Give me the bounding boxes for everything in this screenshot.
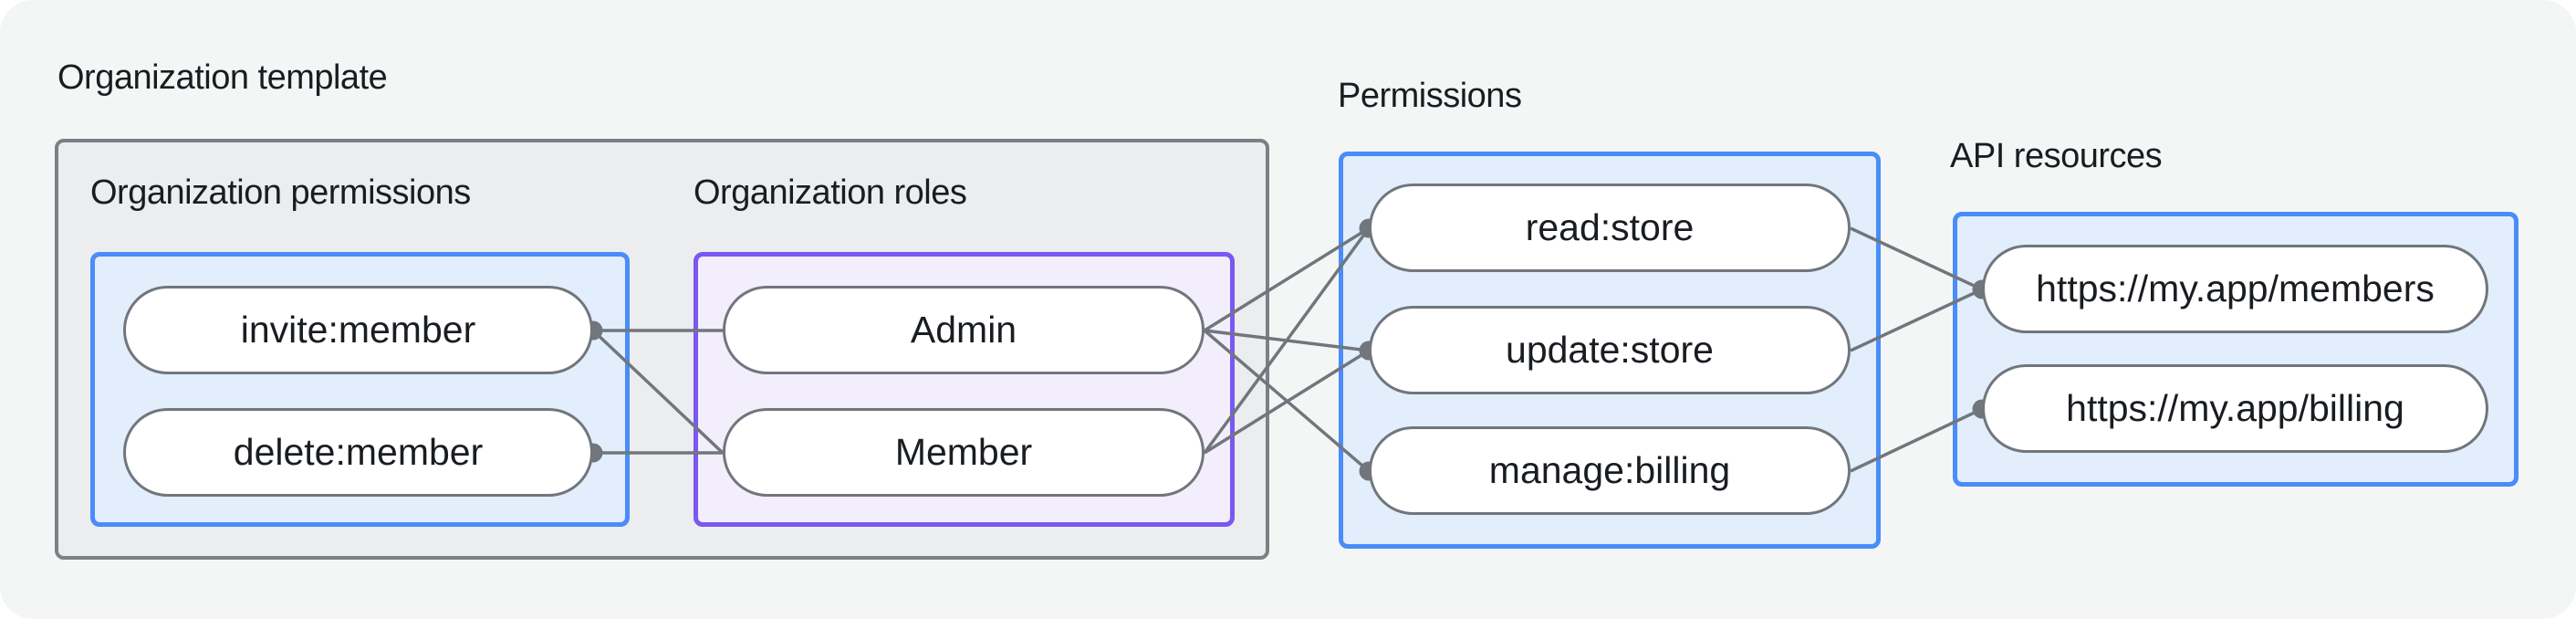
edge-line: [1850, 288, 1983, 352]
edge-line: [1204, 349, 1370, 455]
pill-api-billing-url: https://my.app/billing: [1982, 364, 2488, 453]
api-resources-heading: API resources: [1950, 137, 2163, 175]
pill-api-members-url: https://my.app/members: [1982, 245, 2488, 333]
pill-update-store: update:store: [1369, 306, 1851, 394]
pill-member-role: Member: [723, 408, 1205, 497]
organization-template-heading: Organization template: [57, 58, 388, 97]
pill-delete-member: delete:member: [123, 408, 593, 497]
pill-admin-role: Admin: [723, 286, 1205, 374]
pill-read-store: read:store: [1369, 184, 1851, 272]
organization-permissions-heading: Organization permissions: [90, 173, 471, 212]
edge-line: [1850, 407, 1983, 473]
edge-line: [1204, 226, 1370, 332]
pill-invite-member: invite:member: [123, 286, 593, 374]
organization-roles-heading: Organization roles: [694, 173, 967, 212]
permissions-heading: Permissions: [1338, 77, 1522, 115]
pill-manage-billing: manage:billing: [1369, 426, 1851, 515]
edge-line: [591, 329, 725, 455]
edge-line: [1850, 226, 1983, 291]
edge-line: [1203, 226, 1371, 455]
